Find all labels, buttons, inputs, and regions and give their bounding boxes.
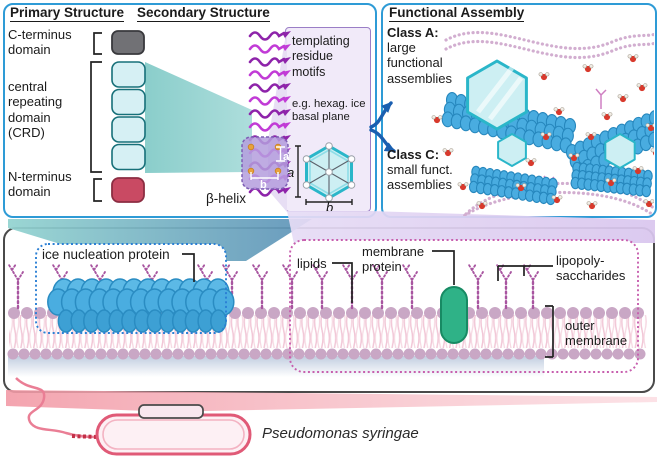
beta-helix-label: β-helix bbox=[206, 191, 247, 206]
membrane-protein-label: membrane protein bbox=[362, 244, 425, 275]
bacterium-inner-membrane bbox=[102, 419, 245, 450]
zoom-beam bbox=[6, 390, 657, 411]
lipids-label: lipids bbox=[297, 256, 327, 271]
crd-label: central repeating domain (CRD) bbox=[8, 79, 63, 140]
c-terminus-label: C-terminus domain bbox=[8, 27, 72, 58]
hexagon-spokes bbox=[306, 146, 352, 198]
lipopolysaccharides-label: lipopoly- saccharides bbox=[556, 253, 626, 284]
primary-structure-title: Primary Structure bbox=[10, 5, 125, 22]
outer-membrane-label: outer membrane bbox=[565, 318, 628, 349]
templating-heading: templating residue motifs bbox=[292, 34, 350, 79]
hexagon-measures bbox=[295, 145, 353, 205]
hex-dim-a: a bbox=[287, 165, 294, 180]
templating-motifs-panel: templating residue motifs e.g. hexag. ic… bbox=[285, 27, 371, 213]
class-c-desc: small funct. assemblies bbox=[387, 162, 453, 193]
hexagonal-ice-basal-plane: a b bbox=[287, 142, 356, 213]
n-terminus-label: N-terminus domain bbox=[8, 169, 72, 200]
ice-nucleation-protein-label: ice nucleation protein bbox=[42, 247, 170, 262]
hex-dim-b: b bbox=[326, 200, 333, 213]
organism-label: Pseudomonas syringae bbox=[262, 425, 419, 442]
zoom-region-marker bbox=[138, 404, 204, 419]
class-a-name: Class A: bbox=[387, 25, 439, 40]
templating-example: e.g. hexag. ice basal plane bbox=[292, 97, 366, 124]
secondary-structure-title: Secondary Structure bbox=[137, 5, 270, 22]
bacterium-body bbox=[95, 413, 252, 456]
class-c-name: Class C: bbox=[387, 147, 440, 162]
flagellum-motor bbox=[71, 434, 98, 439]
class-a-desc: large functional assemblies bbox=[387, 40, 453, 86]
functional-assembly-title: Functional Assembly bbox=[389, 5, 525, 22]
lattice-atoms bbox=[302, 142, 356, 202]
